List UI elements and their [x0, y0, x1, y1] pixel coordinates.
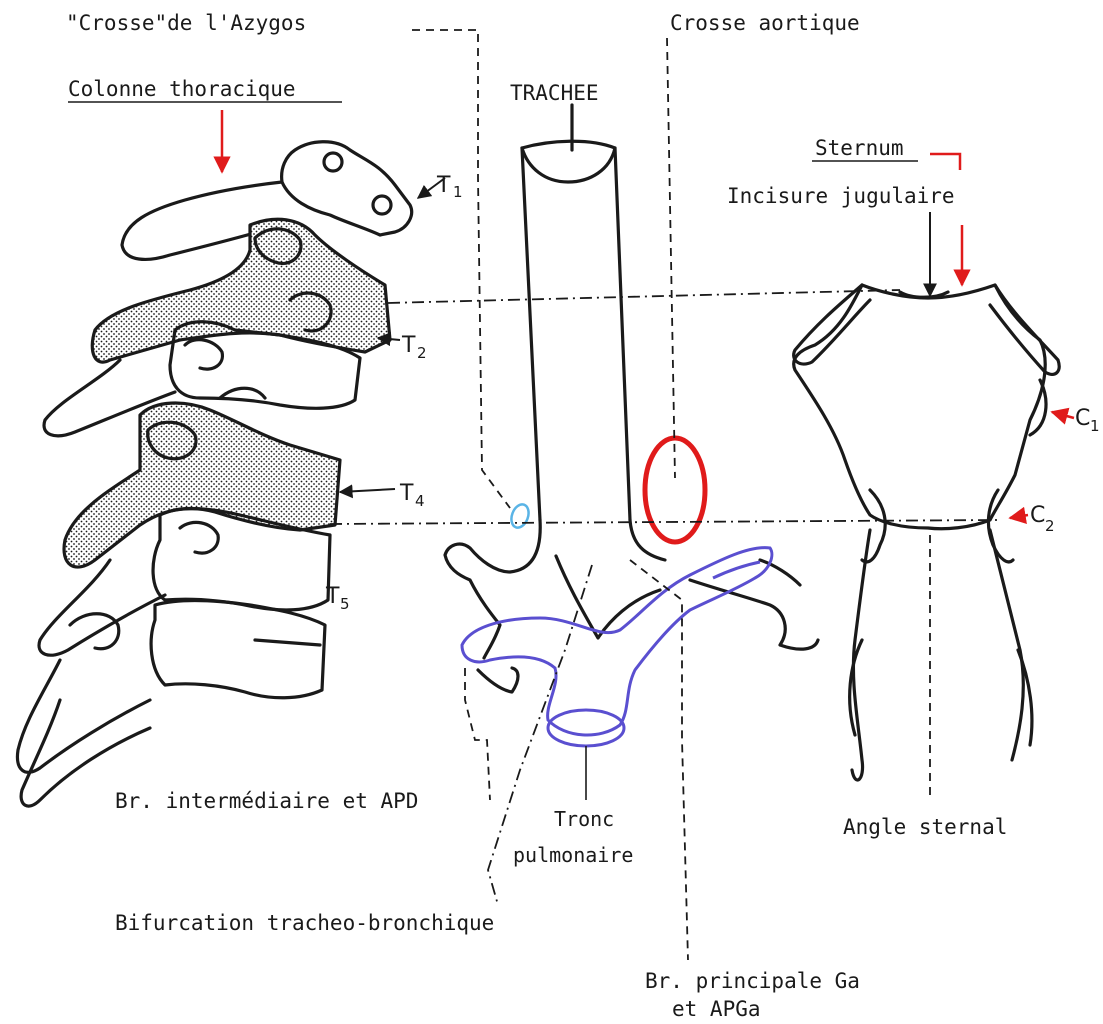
- svg-text:4: 4: [415, 492, 425, 510]
- thoracic-spine: [17, 142, 411, 806]
- jugular-notch-label: Incisure jugulaire: [727, 184, 955, 208]
- pulmonary-trunk-label-line2: pulmonaire: [513, 843, 633, 867]
- sternum-label: Sternum: [815, 136, 904, 160]
- t5-marker: T: [325, 584, 340, 609]
- trachea-label: TRACHEE: [510, 81, 599, 105]
- t2-marker: T: [401, 333, 416, 358]
- aortic-arch-label: Crosse aortique: [670, 11, 860, 35]
- tracheal-bifurcation-label: Bifurcation tracheo-bronchique: [115, 911, 494, 935]
- left-main-bronchus-label-line1: Br. principale Ga: [645, 969, 860, 993]
- svg-text:1: 1: [1090, 417, 1100, 435]
- left-main-bronchus-label-line2: et APGa: [672, 997, 761, 1021]
- sternum: [794, 285, 1059, 780]
- svg-text:2: 2: [417, 344, 427, 362]
- azygos-label: "Crosse"de l'Azygos: [66, 11, 306, 35]
- pulmonary-trunk-label-line1: Tronc: [554, 807, 614, 831]
- svg-text:1: 1: [453, 183, 463, 201]
- vertebra-markers: T 1 T 2 T 4 T 5: [325, 173, 463, 613]
- pulmonary-trunk: [462, 548, 772, 746]
- sternal-angle-label: Angle sternal: [843, 815, 1007, 839]
- t4-marker: T: [399, 481, 414, 506]
- thoracic-spine-label: Colonne thoracique: [68, 77, 296, 101]
- aortic-arch-outline: [645, 438, 705, 542]
- intermediate-bronchus-label: Br. intermédiaire et APD: [115, 789, 418, 813]
- c1-marker: C: [1075, 406, 1090, 431]
- c2-marker: C: [1030, 503, 1045, 528]
- azygos-outline: [508, 502, 531, 530]
- rib-markers: C 1 C 2: [1010, 406, 1100, 535]
- sternum-heading: Sternum Incisure jugulaire: [727, 136, 962, 296]
- t1-marker: T: [436, 173, 451, 198]
- spine-heading: Colonne thoracique: [68, 77, 342, 172]
- svg-text:2: 2: [1045, 517, 1055, 535]
- svg-text:5: 5: [340, 595, 350, 613]
